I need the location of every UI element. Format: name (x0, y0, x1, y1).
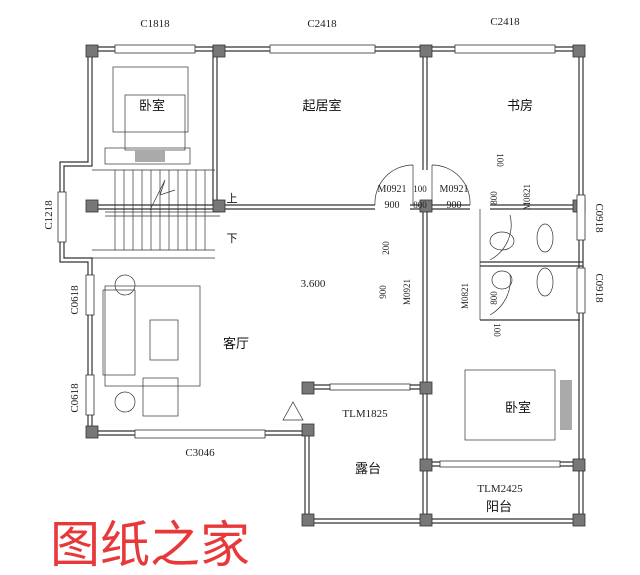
room-labels: 卧室 起居室 书房 客厅 露台 卧室 阳台 上 下 (139, 98, 533, 515)
dimension: 900 (378, 285, 388, 299)
elevation-mark: 3.600 (301, 278, 326, 290)
window-label: C0918 (593, 203, 605, 233)
door-label: M0821 (460, 283, 470, 309)
window-label: C0918 (593, 273, 605, 303)
doors-swing (374, 164, 512, 316)
window-label: C2418 (307, 18, 337, 30)
room-label-living-room: 客厅 (223, 336, 249, 352)
dimension: 200 (381, 241, 391, 255)
dimension: 800 (489, 191, 499, 205)
window-labels: C1818 C2418 C2418 C1218 C0618 C0618 C091… (43, 16, 605, 459)
dimension: 800 (413, 200, 427, 210)
stair-down-label: 下 (227, 232, 238, 245)
window-label: C1218 (43, 200, 55, 230)
dimension: 100 (413, 184, 427, 194)
door-width: 900 (385, 200, 400, 211)
door-label: M0821 (522, 184, 532, 210)
window-openings (57, 44, 586, 468)
columns (85, 44, 586, 527)
door-label: TLM1825 (342, 408, 388, 420)
door-label: M0921 (440, 184, 469, 195)
door-label: M0921 (402, 279, 412, 305)
door-label: TLM2425 (477, 483, 523, 495)
room-label-bedroom: 卧室 (139, 98, 165, 114)
window-label: C0618 (69, 285, 81, 315)
window-label: C1818 (140, 18, 170, 30)
room-label-terrace: 露台 (355, 462, 381, 477)
furniture (102, 66, 572, 441)
door-width: 900 (447, 200, 462, 211)
door-labels: M0921 900 M0921 900 100 800 100 800 M082… (301, 153, 532, 495)
watermark: 图纸之家 (50, 516, 250, 574)
door-label: M0921 (378, 184, 407, 195)
dimension: 100 (495, 153, 505, 167)
stair-up-label: 上 (227, 192, 238, 205)
window-label: C0618 (69, 383, 81, 413)
dimension: 100 (492, 323, 502, 337)
window-label: C2418 (490, 16, 520, 28)
room-label-sitting-room: 起居室 (302, 98, 341, 114)
room-label-balcony: 阳台 (486, 500, 512, 515)
room-label-bedroom: 卧室 (505, 400, 531, 416)
window-label: C3046 (185, 447, 215, 459)
room-label-study: 书房 (507, 98, 533, 114)
dimension: 800 (489, 291, 499, 305)
stairs (92, 169, 220, 251)
